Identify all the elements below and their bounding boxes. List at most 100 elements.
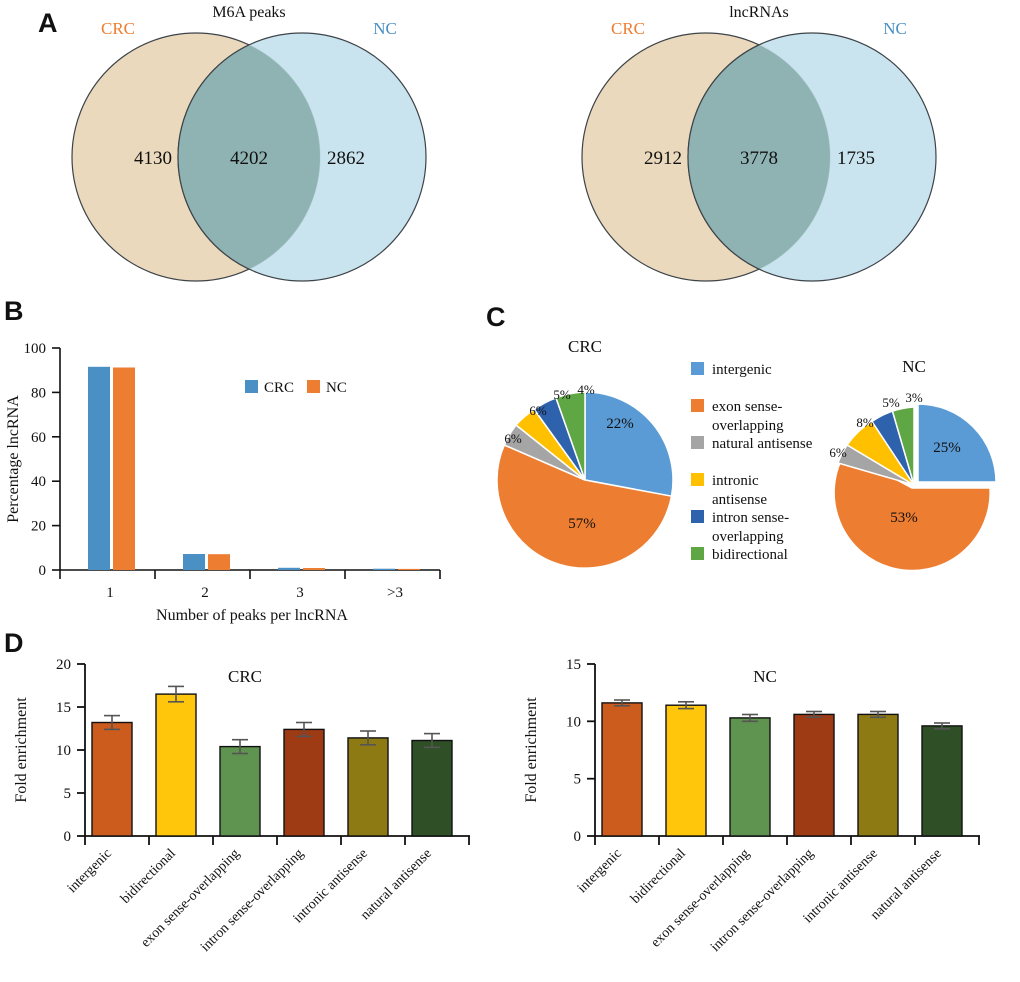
panel-b-bar-nc-3 bbox=[303, 568, 325, 570]
panel-d-right-xlabels: intergenic bidirectional exon sense-over… bbox=[575, 846, 945, 955]
pie-crc-value-intron-sense: 5% bbox=[553, 387, 571, 402]
panel-d-left-bar-intronic-antisense bbox=[347, 737, 389, 837]
venn-left-count-nc: 2862 bbox=[327, 148, 365, 169]
venn-left-overlap bbox=[177, 33, 320, 281]
legend-swatch-intron-sense-overlapping bbox=[691, 510, 704, 523]
panel-c-left-title: CRC bbox=[568, 337, 602, 356]
panel-d-left-ytick-5: 5 bbox=[64, 786, 72, 802]
panel-d-right-ytick-0: 0 bbox=[574, 829, 582, 845]
panel-b-bar-crc-3 bbox=[278, 567, 300, 570]
pie-crc-slice-intergenic bbox=[584, 391, 674, 498]
panel-d-right-bar-intronic-antisense bbox=[857, 713, 899, 837]
panel-d-left-bar-exon-sense-overlapping bbox=[219, 745, 261, 837]
pie-crc-value-intergenic: 22% bbox=[606, 416, 634, 432]
panel-d-right-xtick-intergenic: intergenic bbox=[575, 846, 625, 896]
pie-crc-value-bidirectional: 4% bbox=[577, 382, 595, 397]
panel-d-right-bar-bidirectional bbox=[665, 704, 707, 837]
pie-nc-value-bidirectional: 3% bbox=[905, 390, 923, 405]
legend-label-intron-sense: intron sense- bbox=[712, 510, 789, 526]
pie-nc-slice-exon-sense-overlapping bbox=[833, 451, 991, 572]
panel-d-left-bars bbox=[91, 693, 453, 837]
panel-b-legend-label-nc: NC bbox=[326, 380, 347, 396]
legend-label-intron-overlapping: overlapping bbox=[712, 529, 784, 545]
panel-c-pie-nc: 25% 53% 6% 8% 5% 3% bbox=[829, 390, 997, 572]
panel-d-right-bar-natural-antisense bbox=[921, 725, 963, 837]
panel-c-right-title: NC bbox=[902, 357, 926, 376]
panel-d-left-ylabel: Fold enrichment bbox=[13, 697, 30, 803]
pie-crc-value-exon: 57% bbox=[568, 516, 596, 532]
venn-left-title: M6A peaks bbox=[212, 4, 285, 21]
panel-b-xtick-gt3: >3 bbox=[387, 585, 403, 601]
panel-b-bar-nc-2 bbox=[208, 554, 230, 570]
venn-right-overlap bbox=[687, 33, 830, 281]
panel-b-bars bbox=[88, 366, 420, 570]
panel-b-legend: CRC NC bbox=[245, 380, 347, 396]
panel-d-right-bar-intron-sense-overlapping bbox=[793, 713, 835, 837]
panel-b-bar-crc-2 bbox=[183, 554, 205, 570]
panel-d-left-xtick-intron-sense-overlapping: intron sense-overlapping bbox=[198, 846, 307, 955]
panel-b-ytick-80: 80 bbox=[31, 385, 46, 401]
panel-b-y-ticks: 0 20 40 60 80 100 bbox=[24, 341, 60, 579]
venn-left-count-crc: 4130 bbox=[134, 148, 172, 169]
panel-d-left-error-bars bbox=[104, 685, 440, 755]
panel-d-left-y-ticks: 0 5 10 15 20 bbox=[56, 657, 85, 845]
panel-b-bar-nc-gt3 bbox=[398, 568, 420, 570]
panel-d-right-ytick-10: 10 bbox=[566, 714, 581, 730]
panel-b-svg: 0 20 40 60 80 100 1 2 bbox=[5, 341, 441, 624]
panel-d-left-ytick-0: 0 bbox=[64, 829, 72, 845]
pie-crc-slice-exon-sense-overlapping bbox=[496, 444, 673, 569]
panel-d-left-ytick-20: 20 bbox=[56, 657, 71, 673]
panel-d-left-bar-natural-antisense bbox=[411, 739, 453, 837]
venn-right-crc-label: CRC bbox=[611, 19, 645, 38]
pie-nc-value-natural-antisense: 6% bbox=[829, 445, 847, 460]
panel-d-left-ytick-10: 10 bbox=[56, 743, 71, 759]
venn-right-count-nc: 1735 bbox=[837, 148, 875, 169]
panel-c-pie-crc: 22% 57% 6% 6% 5% 4% bbox=[496, 382, 674, 569]
pie-crc-slice-bidirectional bbox=[555, 391, 586, 481]
venn-right-count-crc: 2912 bbox=[644, 148, 682, 169]
panel-d-left-xlabels: intergenic bidirectional exon sense-over… bbox=[65, 846, 435, 955]
panel-d-left-x-ticks bbox=[84, 836, 470, 845]
panel-d-left-bar-bidirectional bbox=[155, 693, 197, 837]
panel-d-left-bar-intergenic bbox=[91, 721, 133, 837]
legend-swatch-intronic-antisense bbox=[691, 473, 704, 486]
panel-d-right-y-ticks: 0 5 10 15 bbox=[566, 657, 595, 845]
panel-label-b: B bbox=[4, 296, 24, 326]
panel-label-d: D bbox=[4, 628, 24, 658]
venn-right-nc-label: NC bbox=[883, 19, 907, 38]
panel-d-right-ytick-15: 15 bbox=[566, 657, 581, 673]
pie-crc-value-natural-antisense: 6% bbox=[504, 431, 522, 446]
panel-d-right-title: NC bbox=[753, 667, 777, 686]
panel-b-xtick-2: 2 bbox=[201, 585, 209, 601]
panel-d-right-bars bbox=[601, 702, 963, 837]
panel-label-c: C bbox=[486, 302, 506, 332]
panel-c-svg: CRC 22% 57% 6% 6% 5% 4% intergenic bbox=[496, 337, 997, 572]
legend-label-natural-antisense: natural antisense bbox=[712, 436, 813, 452]
legend-swatch-intergenic bbox=[691, 362, 704, 375]
panel-b-ytick-0: 0 bbox=[39, 563, 47, 579]
pie-nc-slice-bidirectional bbox=[891, 406, 915, 486]
legend-label-antisense: antisense bbox=[712, 492, 767, 508]
venn-right-count-shared: 3778 bbox=[740, 148, 778, 169]
panel-d-right-ylabel: Fold enrichment bbox=[523, 697, 540, 803]
panel-b-xlabel: Number of peaks per lncRNA bbox=[156, 607, 348, 624]
venn-left-crc-label: CRC bbox=[101, 19, 135, 38]
panel-b-legend-label-crc: CRC bbox=[264, 380, 294, 396]
panel-b-bar-crc-1 bbox=[88, 366, 110, 570]
pie-nc-slice-intergenic bbox=[917, 403, 997, 483]
panel-d-right-xtick-intron-sense-overlapping: intron sense-overlapping bbox=[708, 846, 817, 955]
legend-swatch-bidirectional bbox=[691, 547, 704, 560]
pie-crc-value-intronic-antisense: 6% bbox=[529, 403, 547, 418]
panel-b-xtick-1: 1 bbox=[106, 585, 114, 601]
pie-nc-value-intronic-antisense: 8% bbox=[856, 415, 874, 430]
panel-d-right-ytick-5: 5 bbox=[574, 772, 582, 788]
panel-d-right-x-ticks bbox=[594, 836, 980, 845]
legend-label-exon-sense: exon sense- bbox=[712, 399, 782, 415]
panel-d-right-svg: 0 5 10 15 NC Fold enrichment bbox=[523, 657, 980, 955]
panel-b-ytick-20: 20 bbox=[31, 519, 46, 535]
panel-d-right-error-bars bbox=[614, 699, 950, 730]
panel-d-left-bar-intron-sense-overlapping bbox=[283, 728, 325, 837]
pie-nc-value-intergenic: 25% bbox=[933, 440, 961, 456]
panel-d-left-ytick-15: 15 bbox=[56, 700, 71, 716]
panel-d-left-xtick-intergenic: intergenic bbox=[65, 846, 115, 896]
